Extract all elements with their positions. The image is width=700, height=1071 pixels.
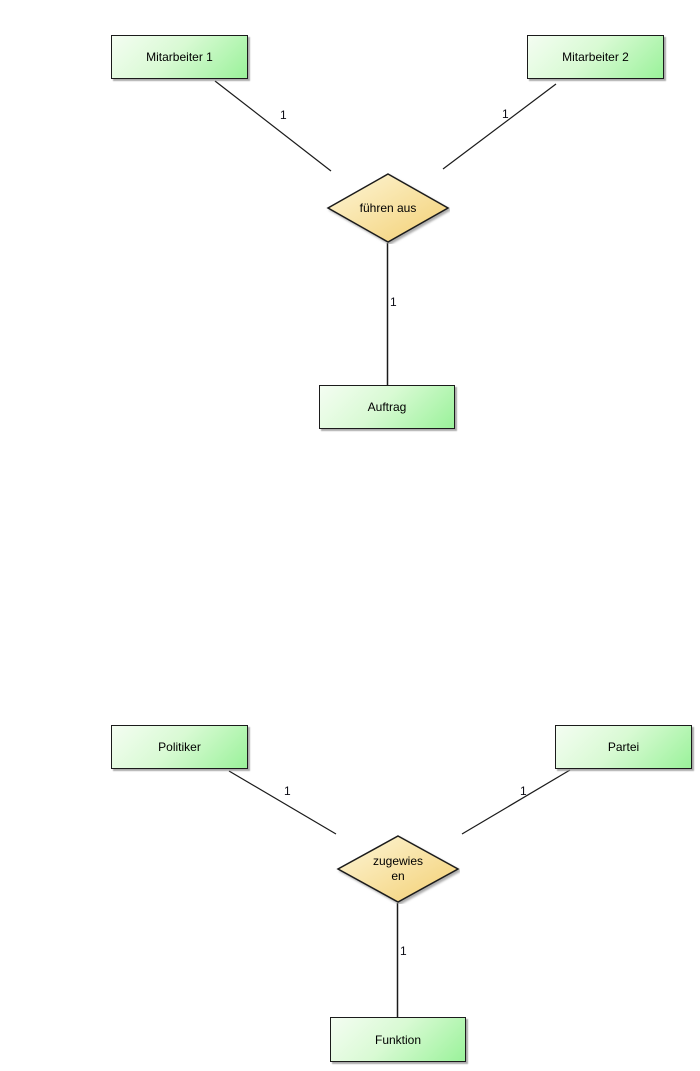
cardinality-auftrag: 1 xyxy=(390,295,397,309)
cardinality-politiker: 1 xyxy=(284,784,291,798)
entity-funktion-label: Funktion xyxy=(374,1032,422,1047)
entity-funktion[interactable]: Funktion xyxy=(330,1017,466,1062)
cardinality-funktion: 1 xyxy=(400,944,407,958)
entity-mitarbeiter-2-label: Mitarbeiter 2 xyxy=(562,50,629,64)
entity-politiker-label: Politiker xyxy=(158,740,201,754)
entity-partei[interactable]: Partei xyxy=(555,725,692,769)
entity-politiker[interactable]: Politiker xyxy=(111,725,248,769)
cardinality-partei: 1 xyxy=(520,784,527,798)
connector-politiker-zugewiesen xyxy=(228,770,337,835)
cardinality-mitarbeiter2: 1 xyxy=(502,107,509,121)
entity-auftrag-label: Auftrag xyxy=(367,400,407,414)
relationship-fuehren-aus[interactable]: führen aus xyxy=(326,172,450,244)
entity-mitarbeiter-2[interactable]: Mitarbeiter 2 xyxy=(527,35,664,79)
connector-mitarbeiter1-fuehren-aus xyxy=(214,80,332,172)
relationship-diamond-shape xyxy=(336,835,460,903)
relationship-zugewiesen[interactable]: zugewies en xyxy=(336,834,460,904)
entity-mitarbeiter-1[interactable]: Mitarbeiter 1 xyxy=(111,35,248,79)
entity-auftrag[interactable]: Auftrag xyxy=(319,385,455,429)
relationship-diamond-shape xyxy=(326,173,450,243)
entity-mitarbeiter-1-label: Mitarbeiter 1 xyxy=(146,50,213,64)
connector-mitarbeiter2-fuehren-aus xyxy=(442,83,557,170)
entity-partei-label: Partei xyxy=(607,740,640,754)
cardinality-mitarbeiter1: 1 xyxy=(280,108,287,122)
connector-partei-zugewiesen xyxy=(461,769,571,835)
